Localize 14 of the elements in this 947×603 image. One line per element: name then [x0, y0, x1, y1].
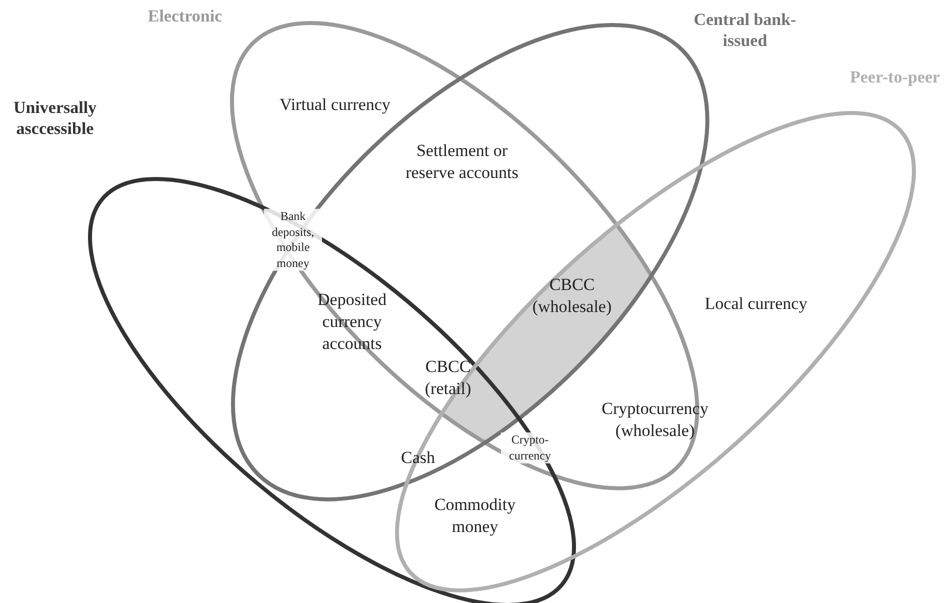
region-label: Cash [400, 446, 436, 469]
region-label: Bank deposits, mobile money [264, 208, 322, 272]
region-label: Cryptocurrency (wholesale) [600, 398, 710, 442]
set-heading: Peer-to-peer [849, 66, 941, 88]
region-label: Local currency [704, 292, 808, 315]
set-heading: Electronic [146, 5, 224, 27]
set-heading: Central bank-issued [692, 8, 798, 52]
region-label: Commodity money [433, 494, 517, 538]
region-label: Virtual currency [278, 94, 392, 116]
region-label: Deposited currency accounts [316, 288, 388, 356]
region-label: CBCC (wholesale) [532, 274, 612, 318]
region-label: CBCC (retail) [424, 356, 472, 400]
region-label: Settlement or reserve accounts [404, 140, 520, 184]
set-heading: Universally asccessible [12, 96, 98, 140]
